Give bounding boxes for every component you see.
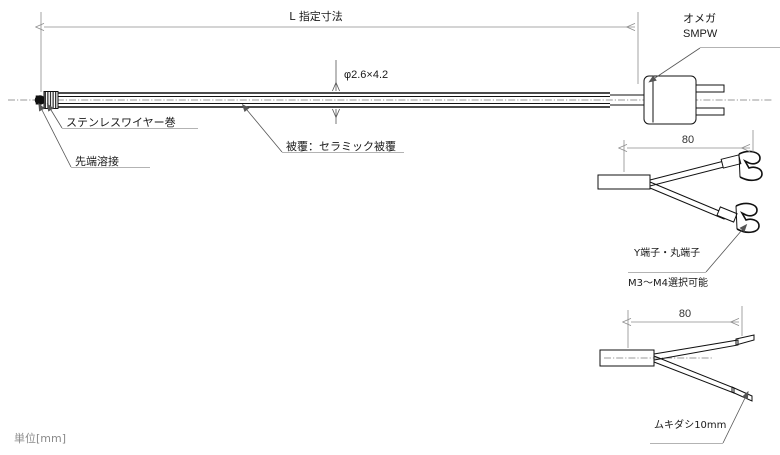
- callout-tip-weld: 先端溶接: [38, 102, 150, 168]
- omega-smpw-connector: [643, 75, 725, 125]
- bare-dimension-label: 80: [679, 308, 691, 320]
- detail-view-terminal: 80 Y端子・丸端子 M3〜M4選択可能: [597, 130, 763, 289]
- terminal-lug-upper: [738, 150, 763, 182]
- callout-label-connector-model: SMPW: [683, 28, 718, 40]
- probe-sheath: [48, 92, 610, 108]
- callout-label-tip-weld: 先端溶接: [75, 154, 119, 168]
- terminal-dimension-label: 80: [682, 134, 694, 146]
- diameter-label: φ2.6×4.2: [344, 69, 388, 81]
- callout-strip-length: ムキダシ10mm: [650, 390, 749, 444]
- callout-label-terminal-screw: M3〜M4選択可能: [628, 276, 708, 289]
- callout-terminal: Y端子・丸端子 M3〜M4選択可能: [628, 223, 748, 289]
- callout-label-sheath: 被覆：セラミック被覆: [286, 140, 396, 153]
- dimension-label-L: L 指定寸法: [289, 9, 343, 23]
- terminal-wire-lower: [649, 181, 738, 223]
- terminal-cable-jacket: [597, 174, 651, 190]
- callout-connector: オメガ SMPW: [648, 12, 780, 83]
- callout-label-terminal-type: Y端子・丸端子: [633, 246, 700, 259]
- callout-sheath: 被覆：セラミック被覆: [241, 103, 404, 153]
- callout-label-stainless-wire: ステンレスワイヤー巻: [66, 116, 176, 129]
- main-assembly-view: L 指定寸法 φ2.6×4.2 ステンレスワイヤー巻 先端溶接 被覆：セラミック…: [8, 9, 780, 168]
- callout-stainless-wire: ステンレスワイヤー巻: [46, 103, 198, 129]
- probe-stem: [610, 94, 644, 106]
- diameter-callout: φ2.6×4.2: [336, 60, 388, 124]
- stainless-wire-winding: [43, 91, 59, 109]
- unit-note: 単位[mm]: [14, 431, 66, 445]
- terminal-lug-lower: [735, 202, 760, 234]
- callout-label-strip-length: ムキダシ10mm: [654, 418, 726, 431]
- callout-label-connector-brand: オメガ: [683, 12, 716, 25]
- detail-view-bare-wire: 80 ムキダシ10mm: [599, 306, 755, 444]
